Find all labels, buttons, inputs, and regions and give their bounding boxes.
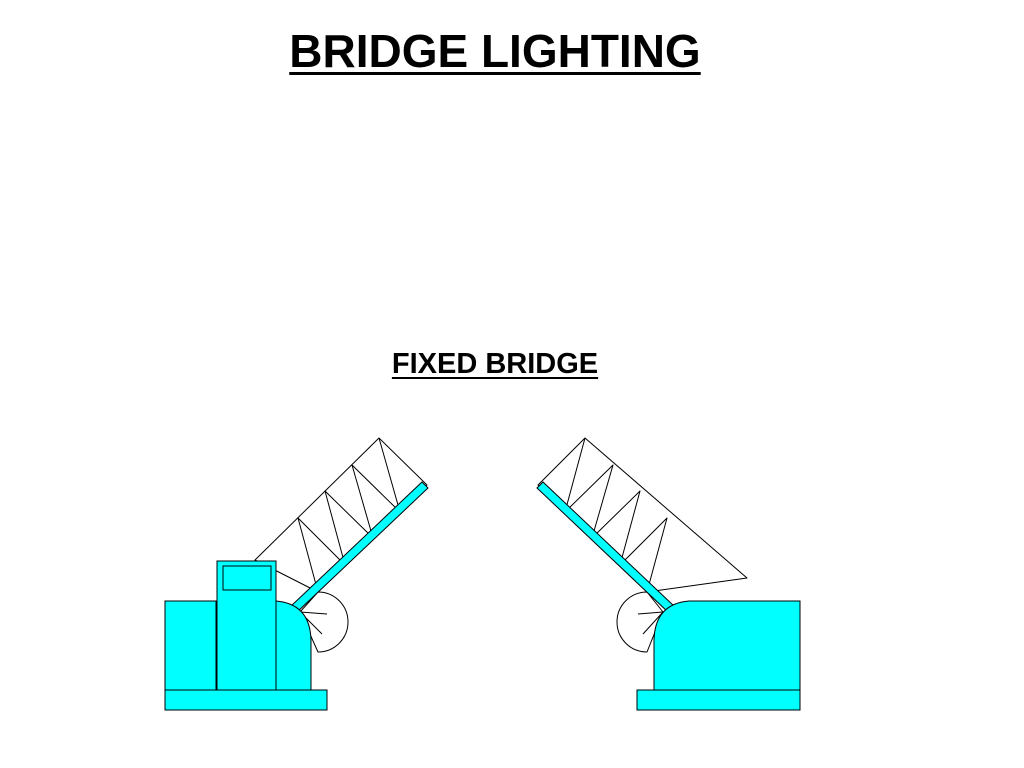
left-truss-web [297, 437, 401, 593]
right-pier-base [636, 689, 801, 711]
right-deck-beam [536, 481, 676, 614]
left-pier-base [164, 689, 328, 711]
left-house-window [222, 565, 272, 591]
right-truss-web [564, 437, 668, 593]
left-pivot-quadrant [299, 591, 349, 653]
slide-title: BRIDGE LIGHTING [289, 25, 701, 77]
right-pivot-quadrant [616, 591, 664, 653]
left-deck-beam [289, 481, 429, 614]
right-pier-body [653, 600, 801, 691]
right-bridge-leaf [536, 437, 801, 711]
diagram-caption: FIXED BRIDGE [391, 348, 599, 380]
left-bridge-leaf [164, 437, 429, 711]
